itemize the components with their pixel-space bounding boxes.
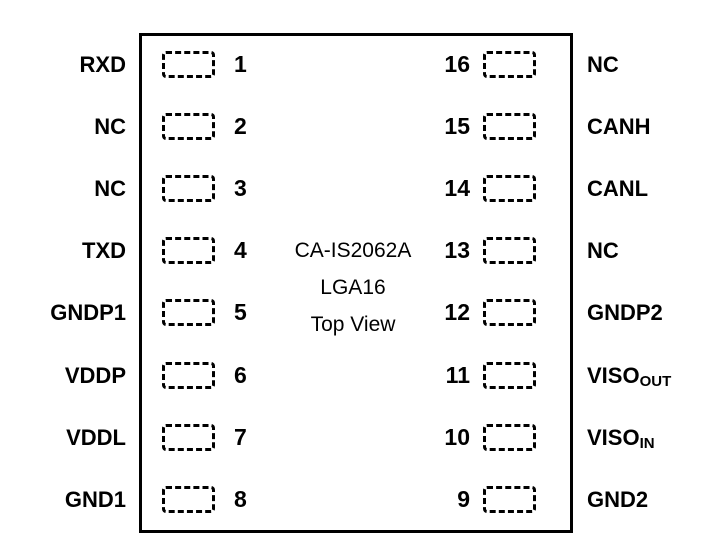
package-type-text: LGA16 (320, 276, 386, 299)
signal-label-subscript: OUT (639, 372, 672, 390)
pin-number-16: 16 (444, 51, 470, 77)
pin-number-6: 6 (234, 361, 247, 388)
pin-number-5: 5 (234, 299, 247, 326)
pad-pin-8[interactable] (162, 485, 215, 513)
signal-label-pin-8: GND1 (64, 486, 126, 512)
pad-pin-6[interactable] (162, 361, 215, 389)
signal-label-pin-9: GND2 (587, 486, 649, 512)
signal-label-pin-16: NC (587, 52, 619, 77)
signal-label-pin-7: VDDL (66, 424, 126, 450)
pin-number-13: 13 (444, 237, 470, 264)
pad-pin-3[interactable] (162, 175, 215, 203)
signal-label-pin-10: VISOIN (587, 424, 720, 452)
pin-number-7: 7 (234, 423, 247, 450)
signal-label-pin-3: NC (94, 176, 126, 202)
pad-pin-4[interactable] (162, 237, 215, 265)
pin-number-9: 9 (457, 485, 470, 512)
pad-pin-10[interactable] (483, 423, 536, 451)
pin-number-4: 4 (234, 237, 247, 264)
signal-label-pin-1: RXD (79, 52, 126, 77)
signal-label-base: VISO (587, 424, 640, 450)
view-orientation-text: Top View (310, 313, 396, 336)
pad-pin-11[interactable] (483, 361, 536, 389)
signal-label-pin-6: VDDP (64, 362, 126, 388)
pad-pin-2[interactable] (162, 113, 215, 141)
package-center-text: CA-IS2062A LGA16 Top View (253, 232, 453, 343)
signal-label-pin-5: GNDP1 (50, 300, 126, 326)
pin-number-10: 10 (444, 423, 470, 450)
pin-number-1: 1 (234, 51, 247, 77)
pin-number-11: 11 (445, 361, 470, 388)
signal-label-subscript: IN (639, 434, 655, 452)
pin-number-8: 8 (234, 485, 247, 512)
signal-label-pin-12: GNDP2 (587, 300, 663, 326)
pin-number-3: 3 (234, 175, 247, 202)
pin-number-12: 12 (444, 299, 470, 326)
signal-label-pin-11: VISOOUT (587, 362, 720, 390)
signal-label-pin-13: NC (587, 238, 619, 264)
pad-pin-5[interactable] (162, 299, 215, 327)
pad-pin-14[interactable] (483, 175, 536, 203)
pin-number-2: 2 (234, 113, 247, 140)
pin-number-14: 14 (444, 175, 470, 202)
signal-label-pin-2: NC (94, 114, 126, 140)
signal-label-pin-14: CANL (587, 176, 649, 202)
pad-pin-7[interactable] (162, 423, 215, 451)
signal-label-base: VISO (587, 362, 640, 388)
pad-pin-1[interactable] (162, 51, 215, 78)
pad-pin-16[interactable] (483, 51, 536, 78)
signal-label-pin-15: CANH (587, 114, 651, 140)
pin-number-15: 15 (444, 113, 470, 140)
pad-pin-15[interactable] (483, 113, 536, 141)
pad-pin-13[interactable] (483, 237, 536, 265)
pad-pin-12[interactable] (483, 299, 536, 327)
signal-label-pin-4: TXD (82, 238, 126, 264)
part-number-text: CA-IS2062A (294, 239, 412, 262)
pad-pin-9[interactable] (483, 485, 536, 513)
